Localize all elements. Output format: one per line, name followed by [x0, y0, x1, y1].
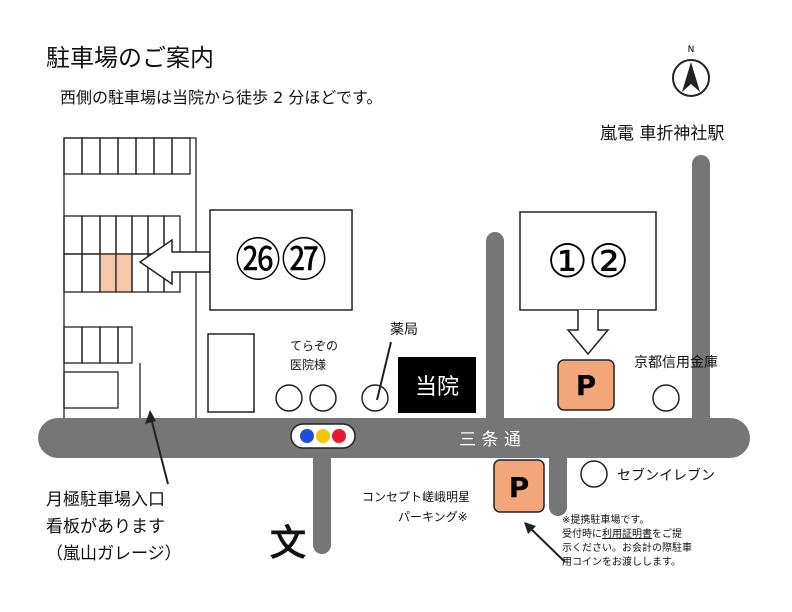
- teranzono-circle-1: [275, 384, 303, 412]
- note-underline-term: 利用証明書: [602, 529, 652, 540]
- road-middle-vertical: [486, 232, 504, 432]
- callout-box-east: [519, 211, 657, 311]
- kanban-pointer: [149, 413, 169, 485]
- signal-red: [332, 429, 346, 443]
- road-sanjo-dori: [38, 418, 750, 458]
- kanban-line-1: 月極駐車場入口: [46, 490, 165, 510]
- note-line-4: 用コインをお渡しします。: [562, 557, 681, 568]
- note-line-3: 示ください。お会計の際駐車: [562, 543, 692, 554]
- kanban-note: 月極駐車場入口 看板があります （嵐山ガレージ）: [46, 487, 182, 568]
- street-name: 三 条 通: [459, 430, 521, 450]
- seven-eleven-circle: [580, 460, 608, 488]
- pharmacy-pointer: [376, 341, 392, 401]
- bank-circle: [652, 384, 680, 412]
- note-pointer-head: [524, 522, 536, 534]
- page-title: 駐車場のご案内: [46, 44, 214, 72]
- teranzono-label-2: 医院様: [290, 358, 327, 372]
- road-south-vertical: [549, 440, 567, 516]
- clinic-label: 当院: [414, 375, 459, 400]
- parking-sign-concept: [493, 459, 545, 513]
- pharmacy-circle: [361, 384, 389, 412]
- arrow-to-west-stalls: [138, 238, 211, 286]
- pharmacy-label: 薬局: [390, 322, 418, 338]
- road-east-vertical: [692, 155, 710, 430]
- concept-parking-label-2: パーキング※: [398, 510, 468, 524]
- parking-letter-concept: P: [509, 471, 530, 504]
- school-map-symbol: 文: [270, 523, 307, 564]
- signal-blue: [300, 429, 314, 443]
- parking-sign-east: [557, 359, 615, 411]
- note-line-1: ※提携駐車場です。: [562, 515, 650, 526]
- north-label: N: [688, 45, 695, 55]
- note-pointer: [527, 525, 566, 563]
- teranzono-circle-2: [309, 384, 337, 412]
- west-parking-lot: [63, 137, 197, 418]
- callout-box-west: [209, 209, 353, 311]
- note-line-2: 受付時に利用証明書をご提: [562, 529, 682, 540]
- page-subtitle: 西側の駐車場は当院から徒歩 2 分ほどです。: [60, 88, 383, 107]
- clinic-marker: 当院: [398, 357, 476, 413]
- kanban-line-2: 看板があります: [46, 517, 165, 537]
- concept-parking-label-1: コンセプト嵯峨明星: [362, 490, 471, 504]
- seven-eleven-label: セブンイレブン: [617, 468, 715, 484]
- compass-icon: [672, 59, 710, 97]
- parking-letter-east: P: [576, 369, 597, 402]
- arrow-to-east-parking: [566, 310, 610, 356]
- signal-yellow: [316, 429, 330, 443]
- east-lot-numbers: ①②: [547, 234, 629, 288]
- bank-label: 京都信用金庫: [634, 355, 718, 371]
- building-west: [207, 333, 255, 413]
- road-west-vertical: [313, 450, 331, 554]
- west-lot-numbers: ㉖㉗: [235, 233, 327, 287]
- teranzono-label-1: てらぞの: [290, 339, 339, 353]
- partner-parking-note: ※提携駐車場です。 受付時に利用証明書をご提 示ください。お会計の際駐車 用コイ…: [562, 514, 692, 570]
- station-label: 嵐電 車折神社駅: [600, 124, 725, 144]
- kanban-line-3: （嵐山ガレージ）: [46, 544, 182, 564]
- kanban-pointer-head: [145, 410, 156, 424]
